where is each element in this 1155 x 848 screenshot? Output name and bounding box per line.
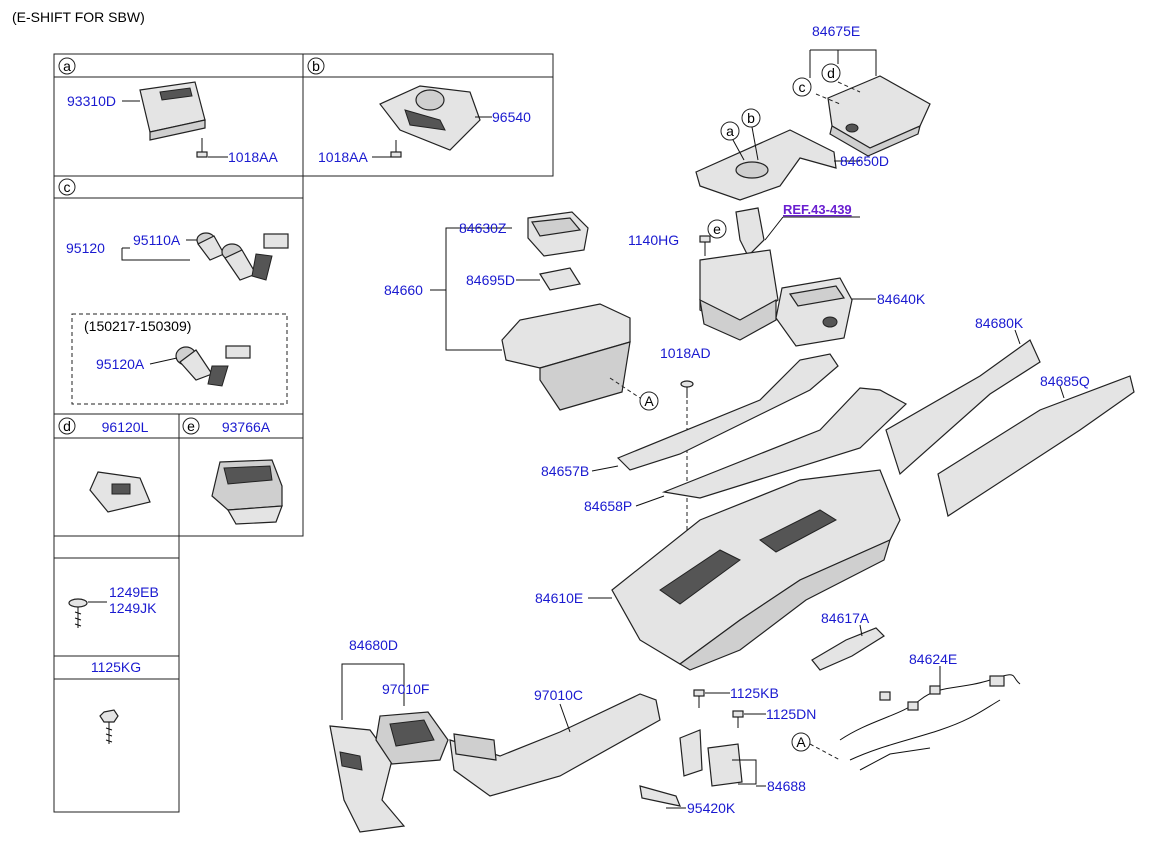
panel-tag-b: b <box>307 57 325 75</box>
trim-84658p-drawing <box>661 387 908 499</box>
label-84688[interactable]: 84688 <box>767 778 806 794</box>
callout-A-armrest: A <box>639 391 659 411</box>
svg-text:c: c <box>799 79 806 95</box>
trim-84657b-drawing <box>616 353 839 471</box>
svg-text:A: A <box>796 734 806 750</box>
svg-text:e: e <box>187 418 195 434</box>
svg-text:b: b <box>747 110 755 126</box>
power-outlet-drawing <box>196 232 289 281</box>
bolt-1125kb-drawing <box>693 689 705 708</box>
svg-text:a: a <box>63 58 71 74</box>
panel-tag-e: e <box>182 417 200 435</box>
label-84624e[interactable]: 84624E <box>909 651 957 667</box>
label-84680d[interactable]: 84680D <box>349 637 398 653</box>
label-84658p[interactable]: 84658P <box>584 498 632 514</box>
panel-grid <box>53 53 554 813</box>
label-84660[interactable]: 84660 <box>384 282 423 298</box>
connector-95420k-drawing <box>639 785 681 807</box>
svg-text:b: b <box>312 58 320 74</box>
screw-1125kg-drawing <box>99 709 119 744</box>
label-84610e[interactable]: 84610E <box>535 590 583 606</box>
date-range-note: (150217-150309) <box>84 318 191 334</box>
callout-d-top: d <box>821 63 841 83</box>
screw-1249-drawing <box>68 598 88 628</box>
svg-text:e: e <box>713 221 721 237</box>
panel-tag-c: c <box>58 178 76 196</box>
bolt-1125dn-drawing <box>732 710 744 728</box>
label-1249jk[interactable]: 1249JK <box>109 600 157 616</box>
callout-b-bezel: b <box>741 108 761 128</box>
panel-d-part-number[interactable]: 96120L <box>102 419 149 435</box>
screw-1018ad-drawing <box>680 380 694 398</box>
wiring-harness-84624e-drawing <box>839 674 1021 771</box>
label-97010f[interactable]: 97010F <box>382 681 429 697</box>
bolt-1140hg-drawing <box>699 235 711 256</box>
switch-96120l-drawing <box>89 471 151 513</box>
label-97010c[interactable]: 97010C <box>534 687 583 703</box>
panel-84680k-drawing <box>885 339 1041 476</box>
label-84657b[interactable]: 84657B <box>541 463 589 479</box>
label-93310d[interactable]: 93310D <box>67 93 116 109</box>
label-84617a[interactable]: 84617A <box>821 610 870 626</box>
label-84640k[interactable]: 84640K <box>877 291 926 307</box>
callout-e-shifter: e <box>707 219 727 239</box>
label-84630z[interactable]: 84630Z <box>459 220 507 236</box>
shifter-module-96540-drawing <box>379 85 481 151</box>
screw-1018aa-b-drawing <box>390 140 402 158</box>
label-1018aa-a[interactable]: 1018AA <box>228 149 278 165</box>
label-84680k[interactable]: 84680K <box>975 315 1024 331</box>
label-95120[interactable]: 95120 <box>66 240 105 256</box>
mat-84695d-drawing <box>539 267 581 291</box>
bracket-84617a-drawing <box>811 627 885 671</box>
svg-text:A: A <box>644 393 654 409</box>
label-96540[interactable]: 96540 <box>492 109 531 125</box>
label-84695d[interactable]: 84695D <box>466 272 515 288</box>
label-1018ad[interactable]: 1018AD <box>660 345 711 361</box>
svg-text:d: d <box>827 65 835 81</box>
bezel-84650d-drawing <box>695 129 837 201</box>
cup-holder-84640k-drawing <box>775 277 853 347</box>
label-1125kb[interactable]: 1125KB <box>730 685 779 701</box>
callout-a-bezel: a <box>720 121 740 141</box>
vent-97010f-drawing <box>375 711 449 765</box>
svg-text:d: d <box>63 418 71 434</box>
label-1249eb[interactable]: 1249EB <box>109 584 159 600</box>
socket-95120a-drawing <box>175 345 251 387</box>
panel-e-part-number[interactable]: 93766A <box>222 419 271 435</box>
label-84685q[interactable]: 84685Q <box>1040 373 1090 389</box>
callout-c-top: c <box>792 77 812 97</box>
reference-link[interactable]: REF.43-439 <box>783 202 852 217</box>
label-95110a[interactable]: 95110A <box>133 232 181 248</box>
label-84675e[interactable]: 84675E <box>812 23 860 39</box>
label-84650d[interactable]: 84650D <box>840 153 889 169</box>
panel-kg-part-number[interactable]: 1125KG <box>91 659 141 675</box>
label-1018aa-b[interactable]: 1018AA <box>318 149 368 165</box>
screw-1018aa-a-drawing <box>196 138 208 158</box>
duct-97010c-drawing <box>449 693 661 797</box>
console-84610e-drawing <box>611 469 901 671</box>
tray-84675e-drawing <box>827 75 931 157</box>
tray-84630z-drawing <box>527 211 589 257</box>
switch-93310d-drawing <box>139 81 206 141</box>
bracket-84688-drawing <box>679 729 743 787</box>
label-1125dn[interactable]: 1125DN <box>766 706 816 722</box>
label-95420k[interactable]: 95420K <box>687 800 736 816</box>
label-1140hg[interactable]: 1140HG <box>628 232 679 248</box>
panel-tag-d: d <box>58 417 76 435</box>
svg-text:c: c <box>64 179 71 195</box>
page-title: (E-SHIFT FOR SBW) <box>12 9 145 25</box>
svg-text:a: a <box>726 123 734 139</box>
label-95120a[interactable]: 95120A <box>96 356 145 372</box>
shifter-assembly-drawing <box>699 207 779 341</box>
callout-A-harness: A <box>791 732 811 752</box>
panel-tag-a: a <box>58 57 76 75</box>
module-93766a-drawing <box>211 459 283 525</box>
panel-84685q-drawing <box>937 375 1135 517</box>
armrest-84660-drawing <box>501 303 631 411</box>
